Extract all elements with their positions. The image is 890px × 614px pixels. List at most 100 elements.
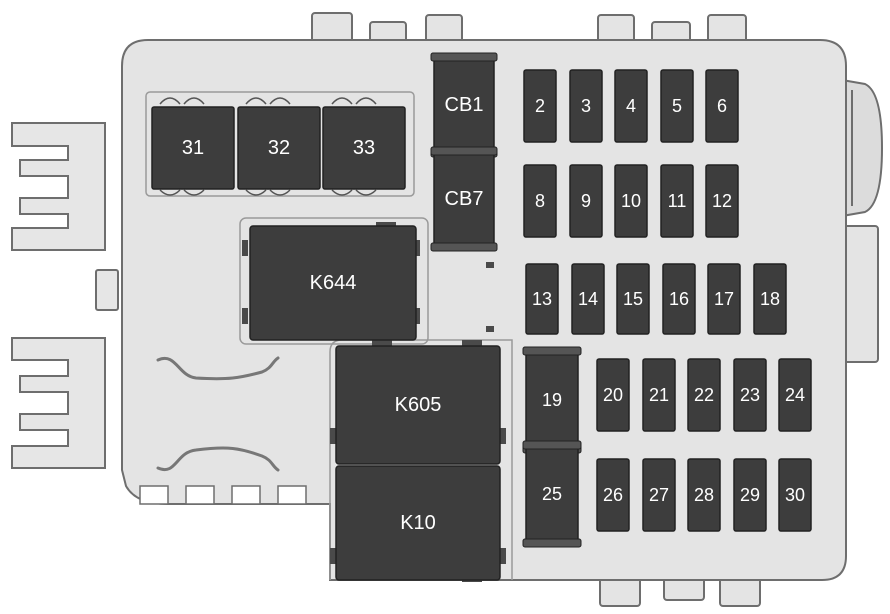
fuse-18-label: 18 (760, 289, 780, 309)
fuse-25-label: 25 (542, 484, 562, 504)
fuse-20: 20 (596, 358, 630, 432)
fuse-17: 17 (707, 263, 741, 335)
fuse-10: 10 (614, 164, 648, 238)
relay-33: 33 (322, 106, 406, 190)
fuse-5: 5 (660, 69, 694, 143)
fuse-8-body (523, 164, 557, 238)
fuse-20-label: 20 (603, 385, 623, 405)
fuse-11: 11 (660, 164, 694, 238)
fuse-13-label: 13 (532, 289, 552, 309)
fuse-8: 8 (523, 164, 557, 238)
relay-33-label: 33 (353, 137, 375, 159)
fuse-21: 21 (642, 358, 676, 432)
fuse-23: 23 (733, 358, 767, 432)
relay-k644: K644 (249, 225, 417, 341)
fuse-25-cap-top (522, 440, 582, 450)
fuse-25: 25 (522, 440, 582, 548)
fuse-10-label: 10 (621, 191, 641, 211)
circuit-breaker-cb7-label: CB7 (445, 188, 484, 210)
fuse-16-label: 16 (669, 289, 689, 309)
fuse-12-body (705, 164, 739, 238)
fuse-24-label: 24 (785, 385, 805, 405)
fuse-23-label: 23 (740, 385, 760, 405)
relay-k605: K605 (335, 345, 501, 465)
fuse-11-label: 11 (668, 191, 687, 211)
fuse-11-body (660, 164, 694, 238)
fuse-29-body (733, 458, 767, 532)
fuse-26-body (596, 458, 630, 532)
relay-31: 31 (151, 106, 235, 190)
fuse-9-body (569, 164, 603, 238)
fuse-18-body (753, 263, 787, 335)
housing-bottom-notches (139, 485, 307, 505)
fuse-15-label: 15 (623, 289, 643, 309)
fuse-29-label: 29 (740, 485, 760, 505)
circuit-breaker-cb7-cap-bottom (430, 242, 498, 252)
fuse-30: 30 (778, 458, 812, 532)
relay-k644-label: K644 (310, 272, 357, 294)
fuse-28-body (687, 458, 721, 532)
fuse-26: 26 (596, 458, 630, 532)
fuse-19-cap-top (522, 346, 582, 356)
fuse-12: 12 (705, 164, 739, 238)
relay-31-label: 31 (182, 137, 204, 159)
fuse-30-label: 30 (785, 485, 805, 505)
circuit-breaker-cb1: CB1 (430, 52, 498, 158)
relay-k605-body (335, 345, 501, 465)
relay-31-body (151, 106, 235, 190)
fuse-14-body (571, 263, 605, 335)
fuse-14: 14 (571, 263, 605, 335)
relay-k10: K10 (335, 465, 501, 581)
fuse-27: 27 (642, 458, 676, 532)
fuse-17-body (707, 263, 741, 335)
relay-k10-body (335, 465, 501, 581)
fuse-22: 22 (687, 358, 721, 432)
wire-springs (156, 356, 280, 472)
fuse-10-body (614, 164, 648, 238)
fuse-8-label: 8 (535, 191, 545, 211)
fuse-3-label: 3 (581, 96, 591, 116)
fuse-5-body (660, 69, 694, 143)
fuse-2-body (523, 69, 557, 143)
fuse-21-label: 21 (649, 385, 669, 405)
circuit-breaker-cb1-cap-top (430, 52, 498, 62)
fuse-12-label: 12 (712, 191, 732, 211)
fuse-24-body (778, 358, 812, 432)
fuse-16: 16 (662, 263, 696, 335)
fuse-2: 2 (523, 69, 557, 143)
fuse-27-label: 27 (649, 485, 669, 505)
fuse-22-label: 22 (694, 385, 714, 405)
fuse-16-body (662, 263, 696, 335)
fuse-4: 4 (614, 69, 648, 143)
fuse-9: 9 (569, 164, 603, 238)
circuit-breaker-cb7-cap-top (430, 146, 498, 156)
housing-left-clips (11, 122, 119, 469)
fuse-4-label: 4 (626, 96, 636, 116)
fuse-24: 24 (778, 358, 812, 432)
fuse-6-label: 6 (717, 96, 727, 116)
relay-k10-label: K10 (400, 512, 436, 534)
relay-k605-label: K605 (395, 394, 442, 416)
fuse-4-body (614, 69, 648, 143)
fuse-21-body (642, 358, 676, 432)
fuse-19: 19 (522, 346, 582, 454)
fuse-2-label: 2 (535, 96, 545, 116)
housing-recesses (145, 91, 513, 580)
fuse-26-label: 26 (603, 485, 623, 505)
fuse-28: 28 (687, 458, 721, 532)
fuse-3-body (569, 69, 603, 143)
fuse-20-body (596, 358, 630, 432)
fuse-13-body (525, 263, 559, 335)
fuse-25-cap-bottom (522, 538, 582, 548)
relay-32: 32 (237, 106, 321, 190)
fuse-29: 29 (733, 458, 767, 532)
fuse-27-body (642, 458, 676, 532)
relay-33-body (322, 106, 406, 190)
fuse-15-body (616, 263, 650, 335)
fuse-18: 18 (753, 263, 787, 335)
fuse-3: 3 (569, 69, 603, 143)
fuse-28-label: 28 (694, 485, 714, 505)
fuse-23-body (733, 358, 767, 432)
